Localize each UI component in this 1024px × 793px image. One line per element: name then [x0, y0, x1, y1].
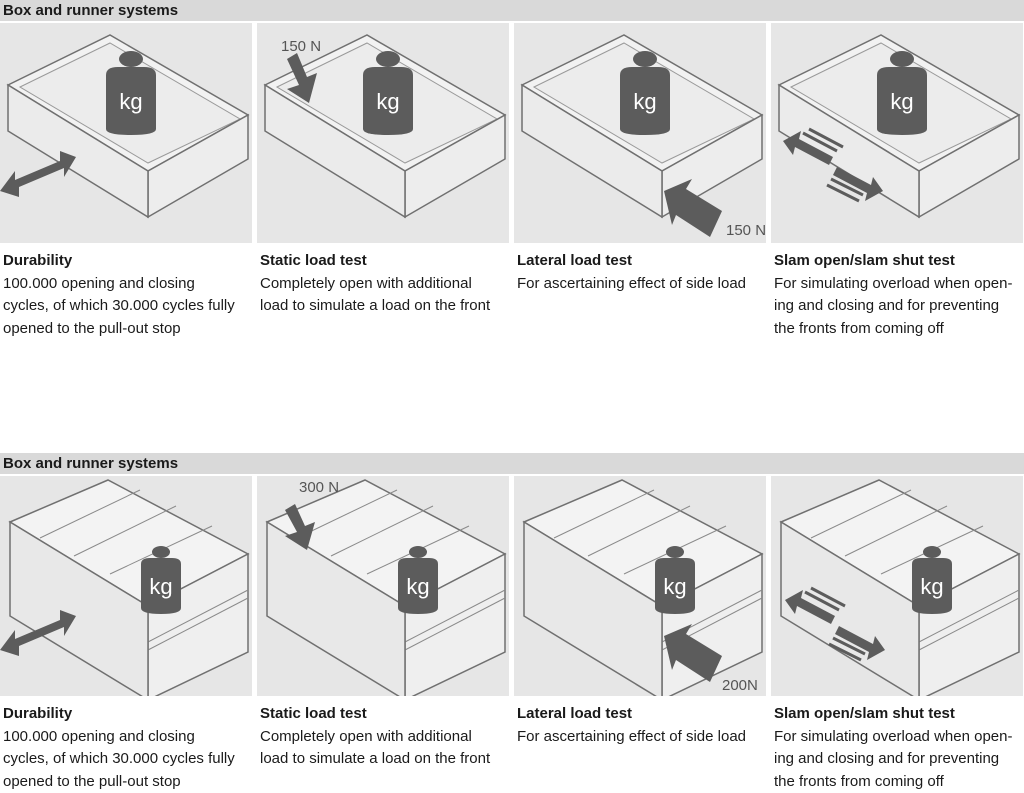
- caption-static-load: Static load test Completely open with ad…: [260, 250, 515, 318]
- test-desc-line: Completely open with additional: [260, 726, 515, 749]
- panel-durability: kg: [0, 476, 252, 696]
- test-title: Lateral load test: [517, 703, 772, 726]
- double-arrow-icon: [0, 151, 76, 197]
- caption-slam-test: Slam open/slam shut test For simulating …: [774, 703, 1024, 793]
- weight-kg-label: kg: [376, 89, 399, 114]
- test-desc-line: For simulating overload when open-: [774, 726, 1024, 749]
- weight-kg-label: kg: [406, 574, 429, 599]
- test-desc-line: For simulating overload when open-: [774, 273, 1024, 296]
- test-desc-line: cycles, of which 30.000 cycles fully: [3, 295, 258, 318]
- panel-lateral-load: kg 200N: [514, 476, 766, 696]
- test-desc-line: For ascertaining effect of side load: [517, 726, 772, 749]
- tall-drawer-illustration: kg 300 N: [257, 476, 509, 696]
- weight-kg-label: kg: [149, 574, 172, 599]
- weight-kg-label: kg: [663, 574, 686, 599]
- load-label: 150 N: [281, 38, 321, 55]
- section-header: Box and runner systems: [0, 0, 1024, 21]
- caption-lateral-load: Lateral load test For ascertaining effec…: [517, 703, 772, 748]
- test-title: Static load test: [260, 703, 515, 726]
- panel-static-load: kg 300 N: [257, 476, 509, 696]
- panel-slam-test: kg: [771, 476, 1023, 696]
- test-desc-line: For ascertaining effect of side load: [517, 273, 772, 296]
- test-desc-line: ing and closing and for preventing: [774, 295, 1024, 318]
- load-label: 200N: [722, 677, 758, 694]
- test-desc-line: the fronts from coming off: [774, 318, 1024, 341]
- test-desc-line: ing and closing and for preventing: [774, 748, 1024, 771]
- caption-durability: Durability 100.000 opening and closing c…: [3, 703, 258, 793]
- drawer-illustration: kg: [0, 23, 252, 243]
- test-desc-line: opened to the pull-out stop: [3, 318, 258, 341]
- tall-drawer-illustration: kg: [0, 476, 252, 696]
- test-title: Durability: [3, 250, 258, 273]
- drawer-illustration: kg: [771, 23, 1023, 243]
- test-desc-line: cycles, of which 30.000 cycles fully: [3, 748, 258, 771]
- weight-kg-label: kg: [920, 574, 943, 599]
- test-title: Slam open/slam shut test: [774, 250, 1024, 273]
- panel-durability: kg: [0, 23, 252, 243]
- tall-drawer-illustration: kg 200N: [514, 476, 766, 696]
- panel-static-load: kg 150 N: [257, 23, 509, 243]
- test-title: Durability: [3, 703, 258, 726]
- test-desc-line: load to simulate a load on the front: [260, 295, 515, 318]
- caption-lateral-load: Lateral load test For ascertaining effec…: [517, 250, 772, 295]
- caption-slam-test: Slam open/slam shut test For simulating …: [774, 250, 1024, 340]
- drawer-illustration: kg 150 N: [514, 23, 766, 243]
- test-desc-line: Completely open with additional: [260, 273, 515, 296]
- weight-kg-label: kg: [890, 89, 913, 114]
- load-label: 150 N: [726, 222, 766, 239]
- caption-static-load: Static load test Completely open with ad…: [260, 703, 515, 771]
- test-title: Slam open/slam shut test: [774, 703, 1024, 726]
- panel-slam-test: kg: [771, 23, 1023, 243]
- load-label: 300 N: [299, 479, 339, 496]
- tall-drawer-illustration: kg: [771, 476, 1023, 696]
- test-desc-line: 100.000 opening and closing: [3, 726, 258, 749]
- test-desc-line: load to simulate a load on the front: [260, 748, 515, 771]
- caption-durability: Durability 100.000 opening and closing c…: [3, 250, 258, 340]
- test-desc-line: 100.000 opening and closing: [3, 273, 258, 296]
- test-title: Static load test: [260, 250, 515, 273]
- test-title: Lateral load test: [517, 250, 772, 273]
- weight-kg-label: kg: [119, 89, 142, 114]
- drawer-illustration: kg 150 N: [257, 23, 509, 243]
- weight-kg-label: kg: [633, 89, 656, 114]
- panel-lateral-load: kg 150 N: [514, 23, 766, 243]
- section-header: Box and runner systems: [0, 453, 1024, 474]
